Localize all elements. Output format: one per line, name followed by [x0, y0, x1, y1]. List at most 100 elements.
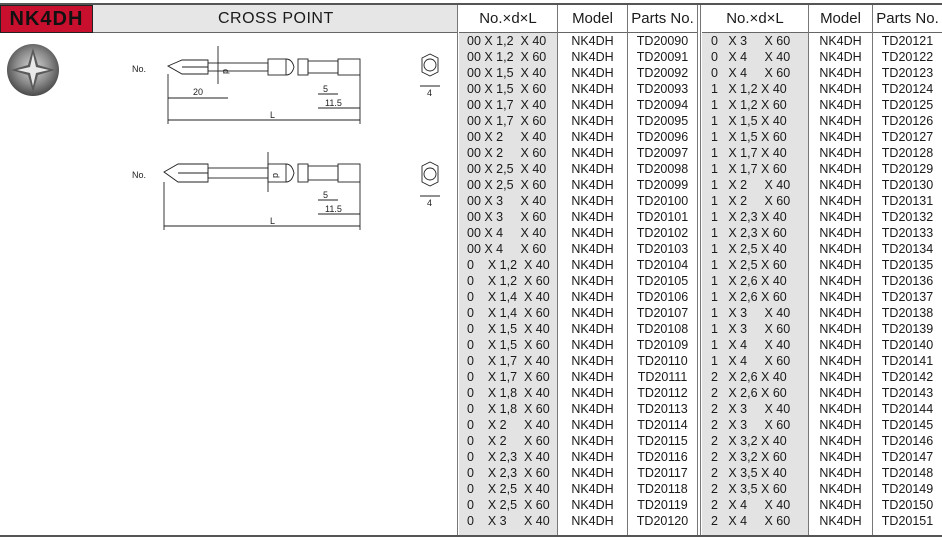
- bit-tip-photo: [7, 44, 59, 96]
- table-cell-parts: TD20147: [881, 450, 934, 464]
- table-cell-size: 2 X 4 X 60: [711, 514, 791, 528]
- table-cell-model: NK4DH: [571, 402, 614, 416]
- table-cell-parts: TD20101: [636, 210, 689, 224]
- table-cell-parts: TD20129: [881, 162, 934, 176]
- table-cell-parts: TD20145: [881, 418, 934, 432]
- dim-20-label: 20: [193, 87, 203, 97]
- table-cell-model: NK4DH: [571, 194, 614, 208]
- table-cell-size: 1 X 1,2 X 40: [711, 82, 787, 96]
- table-cell-parts: TD20146: [881, 434, 934, 448]
- table-cell-parts: TD20136: [881, 274, 934, 288]
- table-cell-model: NK4DH: [571, 514, 614, 528]
- table-cell-model: NK4DH: [571, 82, 614, 96]
- table-cell-parts: TD20149: [881, 482, 934, 496]
- table-cell-parts: TD20099: [636, 178, 689, 192]
- table-cell-model: NK4DH: [571, 162, 614, 176]
- table-cell-model: NK4DH: [819, 226, 862, 240]
- table-cell-model: NK4DH: [819, 274, 862, 288]
- table-cell-parts: TD20124: [881, 82, 934, 96]
- table-cell-size: 00 X 1,7 X 40: [467, 98, 547, 112]
- table-cell-model: NK4DH: [571, 290, 614, 304]
- table-cell-model: NK4DH: [819, 210, 862, 224]
- table-cell-parts: TD20134: [881, 242, 934, 256]
- table-cell-size: 2 X 2,6 X 40: [711, 370, 787, 384]
- table-cell-model: NK4DH: [819, 450, 862, 464]
- table-cell-size: 00 X 2 X 40: [467, 130, 547, 144]
- table-cell-model: NK4DH: [819, 98, 862, 112]
- table-cell-size: 1 X 2 X 60: [711, 194, 791, 208]
- table-cell-size: 0 X 2,5 X 40: [467, 482, 550, 496]
- table-cell-model: NK4DH: [819, 130, 862, 144]
- table-cell-model: NK4DH: [819, 418, 862, 432]
- table-cell-size: 0 X 2 X 60: [467, 434, 550, 448]
- model-header: Model: [809, 5, 872, 33]
- table-cell-model: NK4DH: [571, 434, 614, 448]
- table-cell-model: NK4DH: [819, 466, 862, 480]
- table-cell-size: 1 X 1,7 X 60: [711, 162, 787, 176]
- table-cell-parts: TD20123: [881, 66, 934, 80]
- table-cell-size: 1 X 1,2 X 60: [711, 98, 787, 112]
- table-cell-parts: TD20116: [637, 450, 688, 464]
- table-cell-parts: TD20114: [637, 418, 688, 432]
- no-label-2: No.: [132, 170, 146, 180]
- table-cell-model: NK4DH: [819, 482, 862, 496]
- table-cell-parts: TD20125: [881, 98, 934, 112]
- column-divider: [557, 5, 558, 535]
- table-cell-parts: TD20112: [637, 386, 688, 400]
- table-cell-model: NK4DH: [819, 258, 862, 272]
- table-cell-size: 0 X 2,3 X 40: [467, 450, 550, 464]
- table-cell-model: NK4DH: [819, 338, 862, 352]
- table-cell-parts: TD20131: [881, 194, 934, 208]
- table-cell-model: NK4DH: [571, 66, 614, 80]
- table-cell-parts: TD20113: [637, 402, 688, 416]
- table-cell-size: 0 X 1,2 X 60: [467, 274, 550, 288]
- dim-4-label-1: 4: [427, 88, 432, 98]
- table-cell-model: NK4DH: [819, 194, 862, 208]
- table-cell-model: NK4DH: [571, 338, 614, 352]
- bit-technical-drawing: No. d 20 5 11.5 L 4 No. d 5 11.5 L 4: [132, 46, 440, 230]
- dim-11-5-label-2: 11.5: [325, 204, 342, 214]
- table-split-divider: [697, 5, 701, 535]
- table-cell-model: NK4DH: [571, 354, 614, 368]
- table-cell-size: 0 X 1,5 X 60: [467, 338, 550, 352]
- table-cell-parts: TD20122: [881, 50, 934, 64]
- table-cell-parts: TD20133: [881, 226, 934, 240]
- d-label-2: d: [271, 173, 281, 178]
- table-cell-model: NK4DH: [819, 34, 862, 48]
- table-cell-parts: TD20107: [636, 306, 689, 320]
- table-cell-parts: TD20138: [881, 306, 934, 320]
- table-cell-parts: TD20118: [637, 482, 688, 496]
- table-cell-model: NK4DH: [571, 242, 614, 256]
- table-cell-size: 1 X 2,5 X 40: [711, 242, 787, 256]
- table-cell-size: 0 X 1,4 X 40: [467, 290, 550, 304]
- table-cell-parts: TD20139: [881, 322, 934, 336]
- table-cell-size: 2 X 4 X 40: [711, 498, 791, 512]
- table-cell-size: 1 X 2 X 40: [711, 178, 791, 192]
- table-cell-parts: TD20127: [881, 130, 934, 144]
- table-cell-size: 1 X 2,6 X 60: [711, 290, 787, 304]
- table-cell-parts: TD20135: [881, 258, 934, 272]
- title-bar: [93, 5, 457, 33]
- table-cell-size: 2 X 3,5 X 40: [711, 466, 787, 480]
- table-cell-size: 00 X 1,2 X 40: [467, 34, 547, 48]
- table-cell-model: NK4DH: [571, 50, 614, 64]
- table-cell-model: NK4DH: [571, 466, 614, 480]
- table-cell-parts: TD20144: [881, 402, 934, 416]
- table-cell-model: NK4DH: [571, 306, 614, 320]
- table-cell-size: 1 X 1,5 X 60: [711, 130, 787, 144]
- table-cell-size: 1 X 2,3 X 60: [711, 226, 787, 240]
- table-cell-model: NK4DH: [571, 370, 614, 384]
- table-cell-parts: TD20108: [636, 322, 689, 336]
- table-cell-model: NK4DH: [571, 146, 614, 160]
- table-cell-size: 00 X 1,2 X 60: [467, 50, 547, 64]
- table-cell-size: 2 X 3 X 40: [711, 402, 791, 416]
- model-badge: NK4DH: [0, 5, 93, 33]
- table-cell-model: NK4DH: [819, 50, 862, 64]
- table-cell-parts: TD20106: [636, 290, 689, 304]
- table-cell-model: NK4DH: [819, 322, 862, 336]
- table-cell-size: 2 X 3 X 60: [711, 418, 791, 432]
- table-cell-parts: TD20137: [881, 290, 934, 304]
